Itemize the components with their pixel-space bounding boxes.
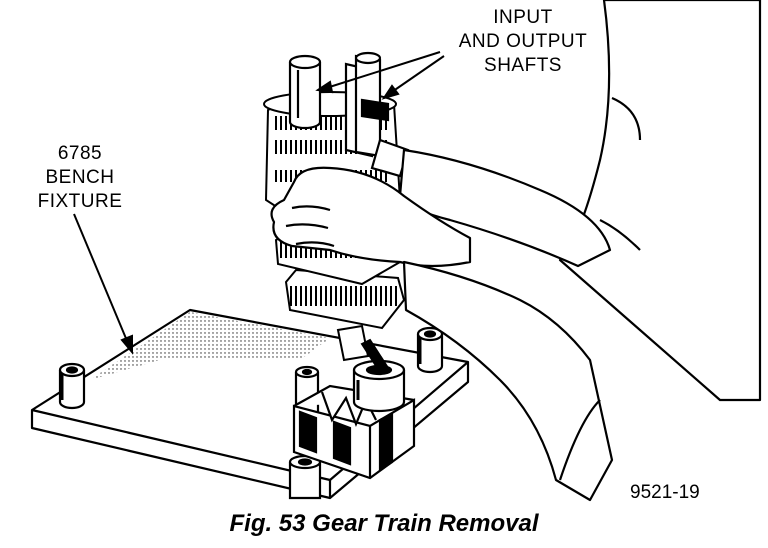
reference-number: 9521-19 — [630, 482, 700, 503]
bench-post-left — [58, 362, 86, 410]
plate-shading — [90, 312, 330, 380]
figure-caption: Fig. 53 Gear Train Removal — [229, 510, 539, 537]
bench-fixture-label-line-1: 6785 — [57, 143, 103, 164]
hands-and-arm — [270, 0, 762, 502]
input-output-shafts-label: INPUT AND OUTPUT SHAFTS — [438, 6, 608, 78]
input-output-shafts-label-line-2: AND OUTPUT — [458, 31, 588, 52]
bench-post-right — [416, 326, 444, 374]
bench-fixture-label-line-2: BENCH — [45, 167, 115, 188]
input-output-shafts-label-line-3: SHAFTS — [484, 55, 562, 76]
bench-fixture-label-line-3: FIXTURE — [37, 191, 123, 212]
input-output-shafts — [288, 51, 410, 178]
input-output-shafts-label-line-1: INPUT — [493, 7, 553, 28]
leader-lines — [73, 51, 445, 355]
bench-fixture-label: 6785 BENCH FIXTURE — [20, 142, 140, 214]
